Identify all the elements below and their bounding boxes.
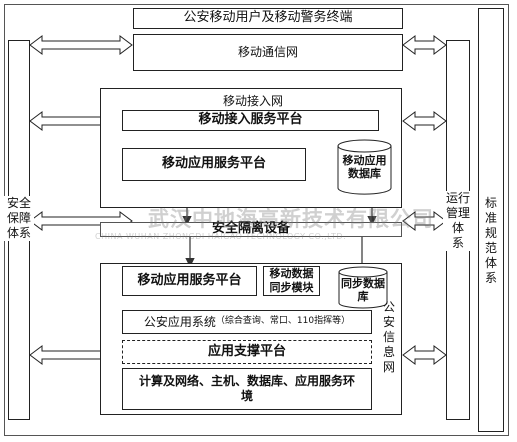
watermark-text: 武汉中地海高新技术有限公司 <box>148 207 434 231</box>
right-arrow-4 <box>402 345 447 365</box>
mobile-db-label: 移动应用 数据库 <box>342 154 387 180</box>
isolation-label: 安全隔离设备 <box>211 221 290 237</box>
app-platform-bottom-label: 移动应用服务平台 <box>137 272 242 288</box>
police-app-label: 公安应用系统 <box>143 314 216 329</box>
ops-label: 运行 管理体 系 <box>443 191 473 251</box>
sync-db-label: 同步数据 库 <box>341 277 385 303</box>
sync-db-cylinder <box>338 266 388 309</box>
infrastructure-label: 计算及网络、主机、数据库、应用服务环 境 <box>138 374 355 403</box>
police-network-label: 公 安 信 息 网 <box>382 300 395 374</box>
right-arrow-1 <box>402 35 447 55</box>
right-arrow-2 <box>402 111 447 131</box>
app-platform-top-label: 移动应用服务平台 <box>161 156 266 172</box>
access-network-label: 移动接入网 <box>222 94 283 108</box>
app-platform-top-box: 移动应用服务平台 <box>122 148 306 181</box>
app-platform-bottom-box: 移动应用服务平台 <box>122 266 257 296</box>
standards-label: 标 准 规 范 体 系 <box>482 196 500 286</box>
security-label: 安全 保障 体系 <box>4 196 34 241</box>
terminals-box: 公安移动用户及移动警务终端 <box>133 8 403 29</box>
terminals-label: 公安移动用户及移动警务终端 <box>183 10 353 26</box>
comm-network-label: 移动通信网 <box>237 45 298 59</box>
sync-module-label: 移动数据 同步模块 <box>269 267 314 294</box>
infrastructure-box: 计算及网络、主机、数据库、应用服务环 境 <box>122 368 372 410</box>
left-arrow-1 <box>29 35 133 55</box>
police-app-note: （综合查询、常口、110指挥等） <box>215 316 351 327</box>
police-app-box: 公安应用系统 （综合查询、常口、110指挥等） <box>122 310 372 334</box>
mobile-db-cylinder <box>337 139 392 195</box>
access-platform-label: 移动接入服务平台 <box>198 112 303 128</box>
app-support-box: 应用支撑平台 <box>122 340 372 364</box>
left-arrow-3 <box>29 211 133 231</box>
isolation-box: 安全隔离设备 <box>100 221 402 237</box>
app-support-label: 应用支撑平台 <box>207 343 286 359</box>
sync-module-box: 移动数据 同步模块 <box>263 266 320 296</box>
comm-network-box: 移动通信网 <box>133 34 403 71</box>
watermark-subtext: CHINA WUHAN ZHONGDI HAIGAO TECHNOLOGY CO… <box>95 232 347 241</box>
access-platform-box: 移动接入服务平台 <box>122 110 379 131</box>
